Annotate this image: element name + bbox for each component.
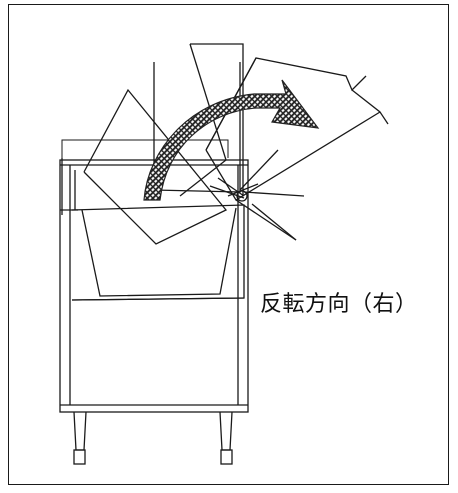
tilt-position-2 — [153, 62, 241, 193]
tilt-position-4 — [205, 57, 389, 201]
pivot-arms — [209, 149, 305, 241]
diagram-frame — [8, 4, 449, 485]
hopper-tub — [71, 204, 245, 301]
rotation-arrow-icon — [143, 79, 320, 201]
tilt-position-1 — [83, 88, 228, 245]
rotation-direction-label: 反転方向（右） — [260, 292, 418, 317]
cabinet-legs — [73, 411, 233, 465]
tilt-position-3 — [179, 43, 244, 197]
rest-outline — [61, 139, 229, 158]
